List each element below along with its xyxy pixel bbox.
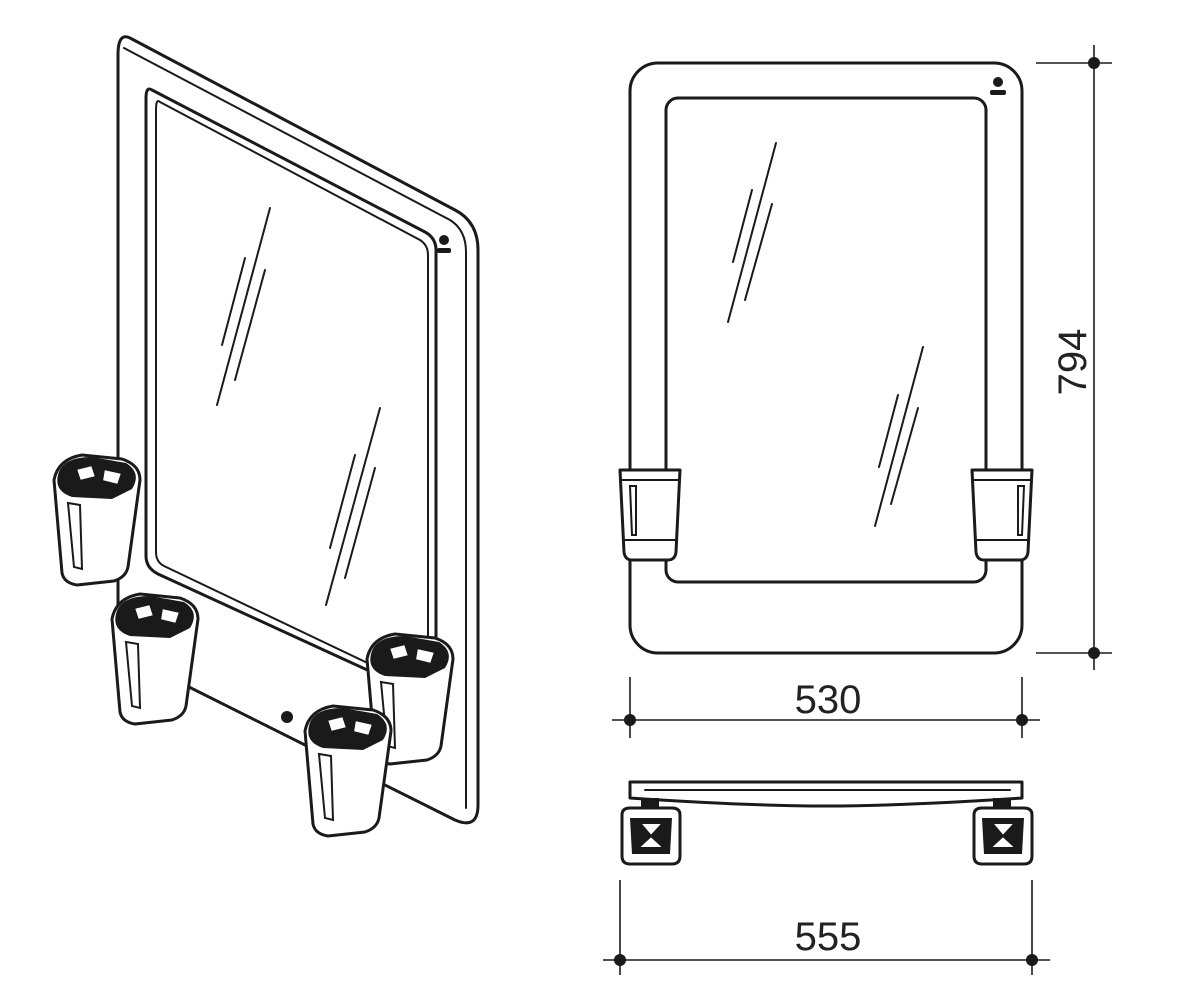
iso-bottom-dot: [281, 711, 293, 723]
top-view: [620, 780, 1034, 866]
dimension-height-label: 794: [1051, 329, 1095, 396]
dimension-width-front-label: 530: [795, 678, 862, 722]
isometric-view: [52, 35, 480, 838]
iso-cup-4: [303, 704, 393, 838]
iso-panel-edge: [123, 47, 467, 809]
front-mirror: [664, 96, 988, 584]
top-cup-right: [972, 798, 1034, 866]
iso-cup-2: [110, 592, 200, 726]
user-logo-icon: [437, 235, 451, 253]
dimension-width-overall: 555: [603, 880, 1050, 975]
iso-glare-lines: [216, 207, 381, 606]
front-cup-left: [618, 468, 682, 562]
front-logo-icon: [990, 77, 1006, 95]
iso-mirror-glass: [155, 100, 429, 691]
front-panel-outline: [628, 61, 1024, 655]
iso-cup-1: [52, 453, 142, 587]
dimension-height: 794: [1036, 45, 1112, 670]
front-view: [618, 61, 1034, 655]
front-cup-right: [970, 468, 1034, 562]
top-panel: [628, 780, 1024, 808]
top-cup-left: [620, 798, 682, 866]
dimension-width-overall-label: 555: [795, 915, 862, 959]
iso-panel-outline: [116, 35, 480, 825]
dimension-width-front: 530: [612, 677, 1040, 738]
front-glare-lines: [727, 142, 924, 527]
